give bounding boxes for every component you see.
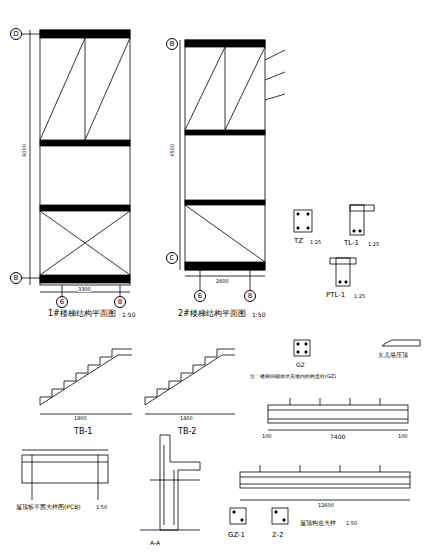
drawing-label: GZ-1 [228, 532, 245, 539]
drawing-label: 6000 [21, 144, 26, 157]
axis-bubble: C [166, 252, 178, 264]
drawing-label: 2#楼梯结构平面图 [178, 310, 246, 318]
axis-bubble: B [10, 272, 22, 284]
drawing-label: 1:25 [368, 242, 379, 247]
drawing-label: 1800 [74, 416, 87, 421]
axis-bubble: D [10, 28, 22, 40]
drawing-label: 注：楼梯间砌体填充墙内的构造柱(GZ) [250, 374, 336, 379]
drawing-label: 1:25 [310, 240, 321, 245]
drawing-label: TZ [294, 238, 303, 245]
axis-label: B [14, 275, 19, 282]
drawing-label: 1:50 [122, 312, 135, 318]
axis-bubble: 8 [114, 296, 126, 308]
drawing-label: PTL-1 [326, 292, 345, 299]
axis-label: 6 [198, 293, 202, 300]
drawing-label: 100 [398, 434, 408, 439]
axis-label: C [170, 255, 175, 262]
drawing-label: GZ [296, 362, 305, 368]
axis-bubble: 6 [56, 296, 68, 308]
axis-label: 6 [60, 299, 64, 306]
drawing-label: 100 [262, 434, 272, 439]
drawing-label: 屋顶构造大样 [300, 520, 336, 526]
drawing-label: 3300 [78, 287, 91, 292]
drawing-label: TB-1 [74, 428, 92, 436]
drawing-label: 1:25 [354, 294, 365, 299]
axis-bubble: B [166, 38, 178, 50]
drawing-label: 1#楼梯结构平面图 [48, 310, 116, 318]
drawing-label: A-A [150, 540, 160, 546]
drawing-label: 1:50 [252, 312, 265, 318]
axis-bubble: 8 [244, 290, 256, 302]
drawing-label: TB-2 [178, 428, 196, 436]
drawing-label: 女儿墙压顶 [378, 352, 408, 358]
drawing-label: 1:50 [96, 505, 107, 510]
drawing-label: 7400 [330, 434, 345, 440]
drawing-label: 屋顶板平面大样图(PCB) [16, 504, 81, 510]
axis-label: B [170, 41, 175, 48]
axis-label: D [13, 31, 18, 38]
drawing-label: 2600 [216, 279, 229, 284]
drawing-label: 4500 [169, 144, 174, 157]
drawing-label: 1800 [180, 416, 193, 421]
drawing-label: 12600 [318, 503, 334, 508]
drawing-label: TL-1 [344, 240, 359, 247]
axis-label: 8 [248, 293, 252, 300]
axis-label: 8 [118, 299, 122, 306]
drawing-label: 2-2 [272, 532, 283, 539]
axis-bubble: 6 [194, 290, 206, 302]
drawing-label: 1:50 [346, 521, 357, 526]
